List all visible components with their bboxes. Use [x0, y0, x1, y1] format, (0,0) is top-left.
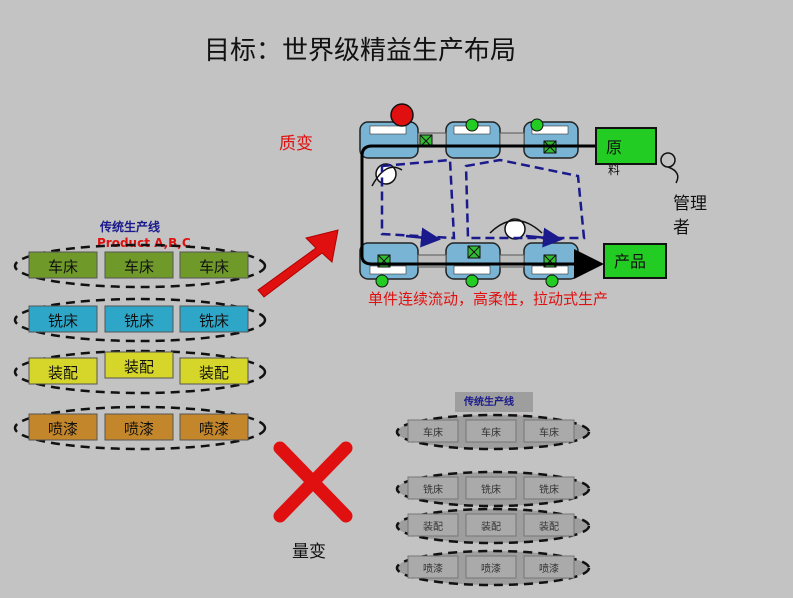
machine-box [28, 305, 98, 333]
operator-path-2 [464, 158, 586, 240]
machine-label: 车床 [199, 258, 229, 276]
manager-label-line1: 管理 [673, 194, 707, 214]
machine-box [407, 419, 459, 443]
product-box [603, 243, 667, 279]
machine-box [179, 357, 249, 385]
machine-label: 装配 [423, 520, 443, 533]
quality-change-label: 质变 [279, 134, 313, 154]
product-label: 产品 [614, 252, 646, 271]
machine-box [407, 555, 459, 579]
machine-box [104, 251, 174, 279]
machine-box [523, 476, 575, 500]
traditional-line-greyed: 传统生产线 Product A,B,C 车床车床车床铣床铣床铣床装配装配装配喷漆… [395, 392, 591, 587]
machine-box [104, 305, 174, 333]
machine-label: 铣床 [199, 312, 229, 330]
machine-label: 车床 [423, 426, 443, 439]
greyed-heading: 传统生产线 [463, 395, 514, 408]
greyed-machine-row: 车床 车床 车床 [395, 413, 591, 451]
machine-label: 喷漆 [539, 562, 559, 575]
row-boundary-ellipse [13, 349, 267, 395]
greyed-machine-row: 铣床 铣床 铣床 [395, 470, 591, 508]
machine-box [104, 351, 174, 379]
machine-box [28, 413, 98, 441]
machine-label: 铣床 [423, 483, 443, 496]
operator-path-1 [380, 158, 456, 240]
machine-row: 装配 装配 装配 [13, 349, 267, 395]
machine-label: 喷漆 [423, 562, 443, 575]
alarm-lamp-icon [390, 103, 414, 127]
greyed-machine-row: 喷漆 喷漆 喷漆 [395, 549, 591, 587]
raw-material-label-line2: 料 [608, 163, 620, 177]
machine-label: 喷漆 [48, 420, 78, 438]
machine-label: 车床 [481, 426, 501, 439]
machine-row: 铣床 铣床 铣床 [13, 297, 267, 343]
u-cell-diagram: 原 料 产品 [359, 103, 679, 288]
machine-box [523, 419, 575, 443]
machine-box [465, 419, 517, 443]
product-abc-label: Product A,B,C [97, 236, 191, 250]
machine-box [28, 357, 98, 385]
machine-label: 铣床 [481, 483, 501, 496]
quantity-change-label: 量变 [292, 542, 326, 562]
machine-label: 装配 [48, 364, 78, 382]
material-flow-line [360, 144, 604, 279]
workpiece-icon [377, 134, 557, 268]
machine-label: 车床 [48, 258, 78, 276]
status-lamp-icon [545, 274, 559, 288]
status-lamp-icon [375, 274, 389, 288]
machine-label: 铣床 [539, 483, 559, 496]
machine-box [179, 305, 249, 333]
machine-label: 装配 [199, 364, 229, 382]
machine-label: 装配 [481, 520, 501, 533]
row-boundary-ellipse [13, 243, 267, 289]
machine-label: 车床 [124, 258, 154, 276]
manager-icon [660, 152, 676, 168]
machine-box [407, 513, 459, 537]
page-title: 目标：世界级精益生产布局 [203, 36, 516, 66]
single-piece-flow-caption: 单件连续流动，高柔性，拉动式生产 [368, 290, 609, 308]
machine-box [465, 555, 517, 579]
greyed-machine-row: 装配 装配 装配 [395, 507, 591, 545]
machine-label: 铣床 [124, 312, 154, 330]
machine-label: 装配 [124, 358, 154, 376]
machine-label: 喷漆 [199, 420, 229, 438]
traditional-line-heading: 传统生产线 [100, 220, 161, 234]
machine-box [523, 555, 575, 579]
machine-box [104, 413, 174, 441]
machine-label: 喷漆 [124, 420, 154, 438]
machine-label: 装配 [539, 520, 559, 533]
row-boundary-ellipse [13, 405, 267, 451]
status-lamp-icon [465, 118, 479, 132]
machine-row: 车床 车床 车床 [13, 243, 267, 289]
conveyor-top-2 [499, 132, 525, 146]
machine-box [407, 476, 459, 500]
machine-label: 车床 [539, 426, 559, 439]
machine-box [523, 513, 575, 537]
machine-row: 喷漆 喷漆 喷漆 [13, 405, 267, 451]
machine-box [465, 513, 517, 537]
cross-mark-icon [273, 441, 353, 523]
machine-box [465, 476, 517, 500]
status-lamp-icon [465, 274, 479, 288]
machine-label: 喷漆 [481, 562, 501, 575]
machine-label: 铣床 [48, 312, 78, 330]
raw-material-label-line1: 原 [606, 138, 622, 157]
manager-label-line2: 者 [673, 218, 690, 238]
transformation-arrow [257, 229, 339, 298]
row-boundary-ellipse [13, 297, 267, 343]
machine-box [179, 251, 249, 279]
status-lamp-icon [530, 118, 544, 132]
raw-material-box [595, 127, 657, 165]
machine-box [179, 413, 249, 441]
machine-box [28, 251, 98, 279]
